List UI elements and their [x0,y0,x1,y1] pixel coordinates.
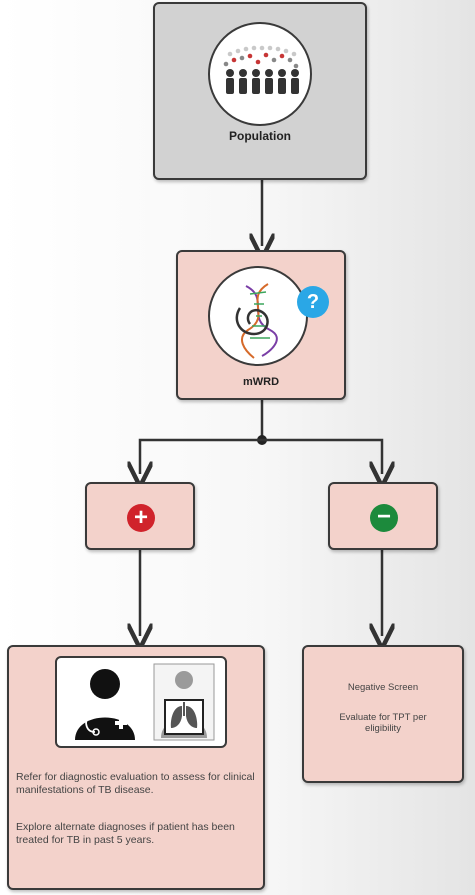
crowd-icon [208,22,312,126]
arrow-to-positive [140,438,262,474]
population-label: Population [229,129,291,143]
plus-symbol: + [133,504,148,531]
dna-icon [208,266,308,366]
positive-outcome-node: Refer for diagnostic evaluation to asses… [7,645,265,890]
positive-result-node: + [85,482,195,550]
arrow-to-negative [262,438,382,474]
doctor-icon [75,669,135,740]
question-icon: ? [306,291,320,313]
test-label: mWRD [242,376,280,388]
minus-symbol: − [376,503,391,530]
population-node: Population [153,2,367,180]
negative-outcome-text: Evaluate for TPT per eligibility [339,712,427,734]
negative-result-node: − [328,482,438,550]
help-badge[interactable]: ? [297,286,329,318]
plus-circle-icon: + [127,504,155,532]
positive-outcome-text-2: Explore alternate diagnoses if patient h… [16,821,235,846]
positive-outcome-text-1: Refer for diagnostic evaluation to asses… [16,771,255,796]
negative-outcome-node: Negative Screen Evaluate for TPT per eli… [302,645,464,783]
outcome-image-panel [55,656,227,748]
lung-xray-icon [153,663,215,741]
test-node: ? mWRD [176,250,346,400]
minus-circle-icon: − [370,504,398,532]
negative-outcome-title: Negative Screen [347,682,419,693]
